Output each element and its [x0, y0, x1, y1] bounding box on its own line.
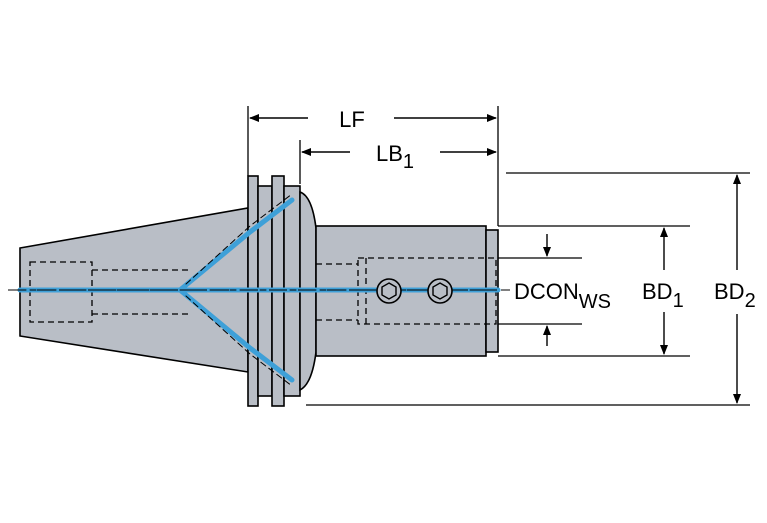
label-lf: LF	[339, 107, 365, 132]
extension-lines	[247, 106, 750, 406]
label-bd1: BD1	[642, 279, 684, 312]
label-bd2: BD2	[714, 279, 756, 312]
clamp-screw-icon	[427, 278, 453, 304]
dimension-lines	[249, 114, 741, 404]
label-dcon-ws: DCONWS	[514, 279, 611, 313]
clamp-screw-icon	[376, 278, 402, 304]
label-lb1: LB1	[376, 141, 414, 173]
